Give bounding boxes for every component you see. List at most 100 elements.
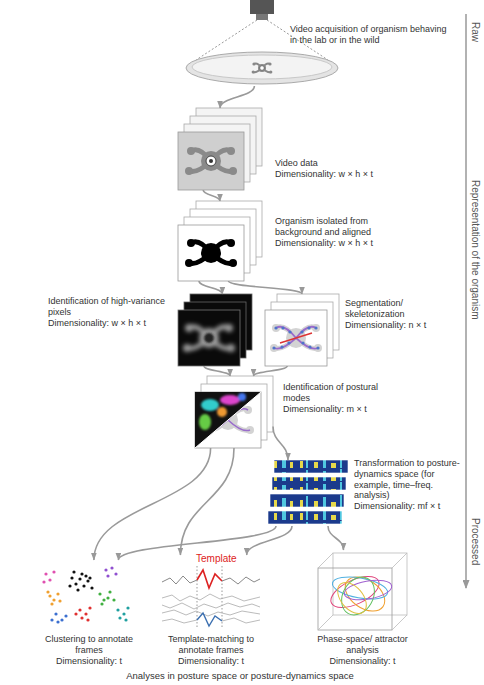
cluster-scatter (84, 612, 87, 615)
cluster-scatter (100, 602, 103, 605)
template-traces (222, 577, 260, 584)
cluster-scatter (58, 599, 61, 602)
stage-axis-arrow (465, 14, 467, 588)
cluster-scatter (106, 574, 109, 577)
template-traces (162, 576, 197, 584)
stage-text: Dimensionality: t (44, 656, 134, 667)
cluster-scatter (122, 612, 125, 615)
posture-mode-frames (199, 414, 211, 430)
posture-mode-frames (217, 407, 227, 417)
video-frames (206, 156, 216, 166)
skeleton-frames (280, 333, 312, 343)
variance-frames (183, 324, 235, 352)
cluster-scatter (118, 616, 121, 619)
spectrogram-strips (272, 477, 346, 490)
template-label: Template (196, 553, 237, 564)
cluster-scatter (42, 580, 45, 583)
skeleton-frames (301, 341, 304, 344)
skeleton-frames (308, 345, 311, 348)
stage-description: Template-matching to annotate framesDime… (161, 634, 261, 666)
stage-panel: Identification of postural modesDimensio… (195, 376, 273, 448)
spectrogram-strips (268, 460, 348, 524)
stage-description: Organism isolated from background and al… (275, 216, 400, 248)
video-frames (209, 159, 213, 163)
skeleton-frames (296, 338, 318, 349)
cluster-scatter (88, 606, 91, 609)
cluster-scatter (90, 586, 93, 589)
phase-space-box (332, 577, 372, 619)
posture-mode-frames (195, 392, 261, 448)
video-frames (178, 132, 244, 190)
stage-panel: Identification of high-variance pixelsDi… (178, 294, 252, 366)
cluster-scatter (50, 618, 53, 621)
stage-text: Segmentation/ skeletonization (345, 298, 460, 320)
video-frames (185, 147, 237, 175)
cluster-scatter (80, 616, 83, 619)
cluster-scatter (78, 608, 81, 611)
phase-space-box (343, 577, 393, 603)
skeleton-frames (316, 346, 319, 349)
cluster-scatter (110, 566, 113, 569)
stage-text: Identification of postural modes (283, 382, 403, 404)
skeleton-frames (274, 326, 277, 329)
variance-frames (204, 333, 214, 343)
cluster-scatter (116, 608, 119, 611)
spectrogram-strips (268, 511, 342, 524)
stage-description: Phase-space/ attractor analysisDimension… (315, 634, 410, 666)
posture-mode-frames (220, 395, 240, 405)
stage-description: Video dataDimensionality: w × h × t (275, 158, 405, 180)
stage-text: Template-matching to annotate frames (161, 634, 261, 656)
cluster-scatter (88, 576, 91, 579)
stage-description: Transformation to posture-dynamics space… (354, 458, 462, 512)
stage-label: Raw (470, 22, 481, 42)
template-traces (162, 566, 260, 628)
cluster-scatter (56, 620, 59, 623)
template-traces (162, 603, 260, 609)
template-traces (162, 610, 260, 616)
template-traces (162, 594, 260, 601)
posture-mode-frames (195, 376, 273, 448)
stage-text: Video data (275, 158, 405, 169)
stage-panel: Transformation to posture-dynamics space… (268, 460, 348, 526)
skeleton-frames (276, 327, 296, 338)
cluster-scatter (74, 612, 77, 615)
skeleton-frames (270, 324, 322, 352)
cluster-scatter (54, 612, 57, 615)
skeleton-frames (265, 294, 339, 366)
spectrogram-strips (274, 460, 348, 473)
camera-icon (256, 14, 268, 20)
stage-text: Dimensionality: w × h × t (275, 169, 405, 180)
phase-space-box (318, 568, 392, 630)
stage-text: Video acquisition of organism behaving i… (290, 24, 455, 46)
stage-text: Dimensionality: w × h × t (48, 318, 174, 329)
stage-description: Video acquisition of organism behaving i… (290, 24, 455, 46)
flow-arrow (203, 190, 220, 201)
stage-panel: Template-matching to annotate framesDime… (160, 555, 262, 628)
flow-arrow (254, 366, 288, 376)
petri-dish (186, 52, 338, 84)
cluster-scatter (68, 570, 93, 591)
stage-description: Clustering to annotate framesDimensional… (44, 634, 134, 666)
cluster-scatter (52, 570, 55, 573)
cluster-scatter (86, 618, 89, 621)
stage-description: Segmentation/ skeletonizationDimensional… (345, 298, 460, 330)
phase-space-box (318, 615, 333, 630)
stage-panel: Organism isolated from background and al… (178, 201, 262, 281)
cluster-scatter (108, 590, 111, 593)
cluster-scatter (102, 598, 105, 601)
flow-arrow (220, 86, 254, 108)
cluster-scatter (50, 612, 67, 623)
phase-space-box (318, 553, 407, 630)
cluster-scatter (44, 572, 47, 575)
stage-text: Dimensionality: t (161, 656, 261, 667)
cluster-scatter (124, 618, 127, 621)
cluster-scatter (82, 584, 85, 587)
cluster-scatter (64, 614, 67, 617)
stage-text: Dimensionality: m × t (283, 404, 403, 415)
stage-panel: Video dataDimensionality: w × h × t (178, 108, 262, 190)
cluster-scatter (112, 598, 115, 601)
flow-arrow (247, 526, 292, 555)
skeleton-frames (272, 326, 319, 349)
spectrogram-strips (270, 494, 344, 507)
